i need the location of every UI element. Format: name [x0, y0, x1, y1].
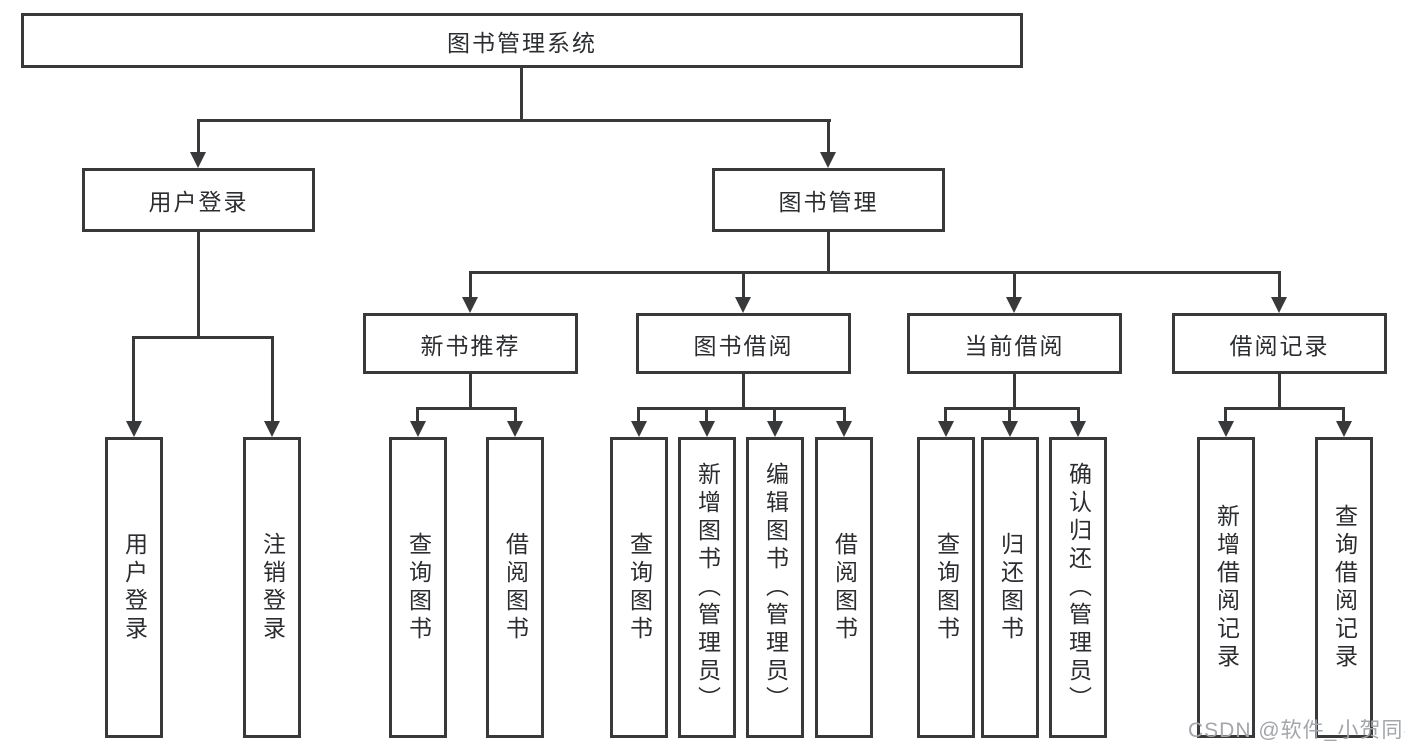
- node-root: 图书管理系统: [21, 13, 1023, 68]
- connector-line: [742, 271, 745, 300]
- connector-line: [1008, 407, 1011, 423]
- leaf-label: 归还图书: [997, 531, 1024, 644]
- connector-line: [132, 336, 274, 339]
- leaf-borrow-books-recommend: 借阅图书: [486, 437, 544, 738]
- connector-line: [416, 407, 517, 410]
- leaf-query-books-current: 查询图书: [917, 437, 975, 738]
- leaf-query-books-borrow: 查询图书: [610, 437, 668, 738]
- connector-line: [1278, 374, 1281, 407]
- connector-line: [197, 119, 831, 122]
- node-root-label: 图书管理系统: [447, 29, 597, 56]
- leaf-label: 查询借阅记录: [1331, 503, 1358, 672]
- leaf-return-books: 归还图书: [981, 437, 1039, 738]
- node-current-borrow-label: 当前借阅: [964, 332, 1065, 359]
- connector-line: [469, 271, 1281, 274]
- node-user-login: 用户登录: [82, 168, 315, 232]
- connector-line: [1342, 407, 1345, 423]
- node-user-login-label: 用户登录: [148, 189, 249, 215]
- connector-line: [944, 407, 1080, 410]
- connector-line: [520, 68, 523, 119]
- arrow-down-icon: [264, 421, 280, 437]
- leaf-label: 注销登录: [259, 531, 286, 644]
- connector-line: [514, 407, 517, 423]
- leaf-query-books-recommend: 查询图书: [389, 437, 447, 738]
- connector-line: [773, 407, 776, 423]
- arrow-down-icon: [767, 421, 783, 437]
- connector-line: [469, 271, 472, 300]
- node-borrow-records-label: 借阅记录: [1229, 332, 1330, 359]
- leaf-label: 借阅图书: [831, 531, 858, 644]
- arrow-down-icon: [1218, 421, 1234, 437]
- node-new-book-recommend-label: 新书推荐: [420, 332, 521, 359]
- connector-line: [944, 407, 947, 423]
- arrow-down-icon: [1002, 421, 1018, 437]
- node-book-management-label: 图书管理: [778, 189, 879, 215]
- leaf-label: 借阅图书: [502, 531, 529, 644]
- arrow-down-icon: [820, 152, 836, 168]
- connector-line: [1224, 407, 1227, 423]
- leaf-query-borrow-record: 查询借阅记录: [1315, 437, 1373, 738]
- connector-line: [1077, 407, 1080, 423]
- arrow-down-icon: [507, 421, 523, 437]
- leaf-label: 用户登录: [121, 531, 148, 644]
- leaf-label: 查询图书: [626, 531, 653, 644]
- leaf-confirm-return-admin: 确认归还（管理员）: [1049, 437, 1107, 738]
- node-borrow-records: 借阅记录: [1172, 313, 1387, 374]
- leaf-logout: 注销登录: [243, 437, 301, 738]
- connector-line: [637, 407, 640, 423]
- connector-line: [132, 336, 135, 424]
- node-book-borrow-label: 图书借阅: [693, 332, 794, 359]
- leaf-add-books-admin: 新增图书（管理员）: [678, 437, 736, 738]
- connector-line: [827, 232, 830, 271]
- connector-line: [1224, 407, 1345, 410]
- connector-line: [637, 407, 846, 410]
- arrow-down-icon: [836, 421, 852, 437]
- node-book-management: 图书管理: [712, 168, 945, 232]
- connector-line: [197, 119, 200, 154]
- node-new-book-recommend: 新书推荐: [363, 313, 578, 374]
- connector-line: [271, 336, 274, 424]
- node-current-borrow: 当前借阅: [907, 313, 1122, 374]
- arrow-down-icon: [462, 297, 478, 313]
- connector-line: [197, 232, 200, 336]
- leaf-label: 编辑图书（管理员）: [762, 461, 789, 714]
- arrow-down-icon: [631, 421, 647, 437]
- arrow-down-icon: [1070, 421, 1086, 437]
- arrow-down-icon: [1006, 297, 1022, 313]
- leaf-edit-books-admin: 编辑图书（管理员）: [746, 437, 804, 738]
- connector-line: [1013, 271, 1016, 300]
- csdn-watermark: CSDN @软件_小贺同学: [1188, 719, 1405, 742]
- connector-line: [1013, 374, 1016, 407]
- leaf-label: 确认归还（管理员）: [1065, 461, 1092, 714]
- leaf-add-borrow-record: 新增借阅记录: [1197, 437, 1255, 738]
- leaf-label: 查询图书: [933, 531, 960, 644]
- node-book-borrow: 图书借阅: [636, 313, 851, 374]
- arrow-down-icon: [410, 421, 426, 437]
- arrow-down-icon: [190, 152, 206, 168]
- connector-line: [705, 407, 708, 423]
- leaf-user-login: 用户登录: [105, 437, 163, 738]
- arrow-down-icon: [735, 297, 751, 313]
- leaf-label: 新增图书（管理员）: [694, 461, 721, 714]
- connector-line: [742, 374, 745, 407]
- connector-line: [827, 119, 830, 154]
- connector-line: [1278, 271, 1281, 300]
- arrow-down-icon: [1271, 297, 1287, 313]
- leaf-borrow-books: 借阅图书: [815, 437, 873, 738]
- leaf-label: 查询图书: [405, 531, 432, 644]
- leaf-label: 新增借阅记录: [1213, 503, 1240, 672]
- arrow-down-icon: [126, 421, 142, 437]
- arrow-down-icon: [938, 421, 954, 437]
- arrow-down-icon: [699, 421, 715, 437]
- connector-line: [416, 407, 419, 423]
- connector-line: [469, 374, 472, 407]
- connector-line: [843, 407, 846, 423]
- arrow-down-icon: [1336, 421, 1352, 437]
